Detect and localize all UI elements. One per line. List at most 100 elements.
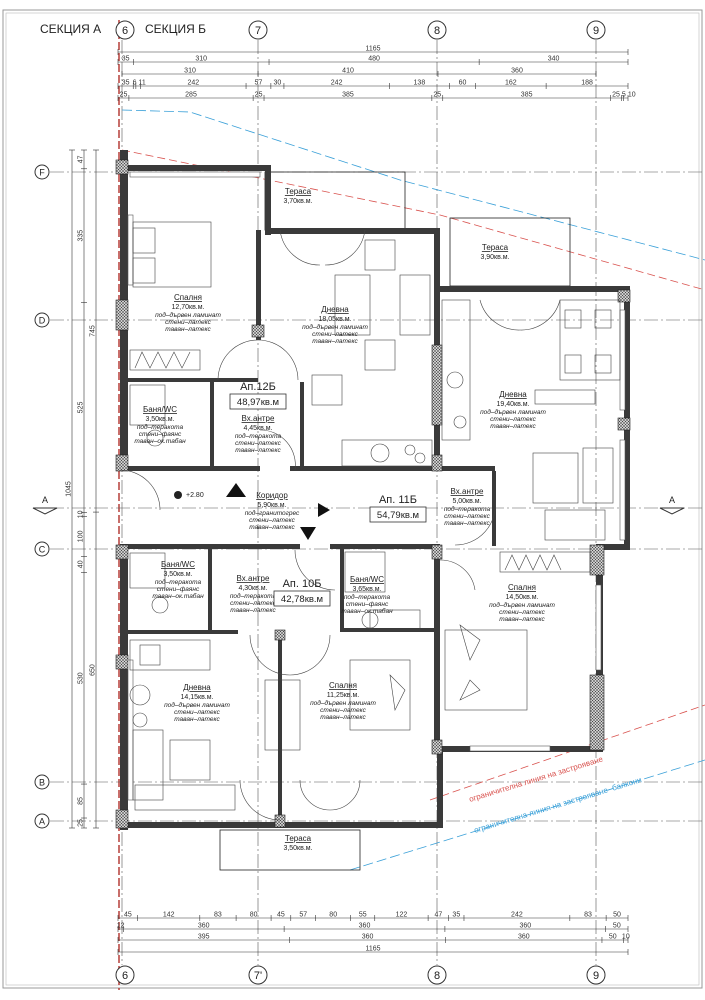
- axis-bubble: [34, 541, 50, 557]
- axis-bubble: [586, 20, 606, 40]
- room-name: Тераса: [285, 187, 312, 196]
- axis-label-left: D: [39, 316, 46, 326]
- dimension-label: 47: [434, 912, 442, 919]
- axis-label-top: 8: [434, 25, 440, 37]
- room-name: Спалня: [329, 681, 357, 690]
- section-cut-label: A: [669, 495, 675, 505]
- apartment-name: Ап.12Б: [240, 381, 276, 393]
- room-finish: таван–латекс: [499, 616, 545, 623]
- dimension-label: 395: [198, 934, 210, 941]
- axis-bubble: [115, 20, 135, 40]
- section-b-label: СЕКЦИЯ Б: [145, 22, 206, 36]
- dimension-label: 310: [184, 68, 196, 75]
- dimension-label: 83: [214, 912, 222, 919]
- apartment-area-box: [273, 590, 331, 607]
- axis-label-top: 6: [122, 25, 128, 37]
- room-finish: стени–латекс: [490, 416, 536, 423]
- furniture: [129, 221, 621, 811]
- axis-bubble: [34, 774, 50, 790]
- room-finish: стени–латекс: [249, 517, 295, 524]
- level-mark: +2.80: [186, 492, 204, 499]
- room-finish: стени–фаянс: [157, 586, 200, 593]
- dimension-label: 285: [185, 92, 197, 99]
- axis-bubble: [34, 312, 50, 328]
- room-finish: стени–латекс: [312, 331, 358, 338]
- dimension-label: 50: [613, 912, 621, 919]
- dimension-label: 385: [342, 92, 354, 99]
- room-finish: таван–латекс: [235, 447, 281, 454]
- apartment-name: Ап. 11Б: [379, 494, 417, 506]
- apartment-tag: Ап. 10Б 42,78кв.м: [273, 578, 331, 607]
- room-finish: стени–латекс: [165, 319, 211, 326]
- dimension-label: 310: [195, 56, 207, 63]
- axis-bubble: [34, 164, 50, 180]
- arrow-down-icon: [300, 527, 316, 540]
- dimension-label: 360: [519, 923, 531, 930]
- room-finish: таван–ок.табан: [152, 592, 204, 600]
- dimension-label: 1045: [66, 481, 73, 497]
- room-finish: стени–фаянс: [139, 431, 182, 438]
- room-area: 3,70кв.м.: [283, 198, 312, 205]
- axis-bubble: [115, 965, 135, 985]
- room-finish: таван–латекс: [444, 520, 490, 527]
- room-finish: под–теракота: [155, 578, 202, 586]
- section-a-label: СЕКЦИЯ А: [40, 22, 101, 36]
- drawing-inner-frame: [5, 12, 700, 986]
- dimension-label: 335: [78, 230, 85, 242]
- room-label: Вх.антре4,45кв.м.под–теракотастени–латек…: [235, 414, 282, 454]
- dimension-label: 525: [78, 402, 85, 414]
- dimension-label: 10: [628, 92, 636, 99]
- room-area: 5,90кв.м.: [257, 502, 286, 509]
- dimension-label: 57: [255, 80, 263, 87]
- dimension-label: 40: [78, 560, 85, 568]
- dimension-label: 242: [188, 80, 200, 87]
- dimension-label: 1165: [365, 946, 380, 953]
- apartment-area: 42,78кв.м: [281, 594, 323, 605]
- dimension-label: 340: [548, 56, 560, 63]
- room-finish: таван–латекс: [230, 607, 276, 614]
- dimension-label: 25: [120, 92, 128, 99]
- dimension-label: 35: [122, 80, 130, 87]
- room-name: Дневна: [321, 305, 349, 314]
- dimension-label: 360: [359, 923, 371, 930]
- dimension-label: 10: [622, 934, 630, 941]
- room-finish: под–теракота: [230, 592, 277, 600]
- room-finish: под–дървен ламинат: [155, 311, 221, 319]
- room-area: 3,50кв.м.: [283, 845, 312, 852]
- room-name: Тераса: [482, 243, 509, 252]
- dimension-label: 745: [90, 325, 97, 337]
- room-label: Баня/WC3,50кв.м.под–теракотастени–фаянст…: [152, 560, 204, 600]
- room-label: Коридор5,90кв.м.под–гранитогресстени–лат…: [245, 491, 300, 531]
- room-area: 14,15кв.м.: [180, 694, 213, 701]
- dimension-label: 6: [133, 80, 137, 87]
- apartment-area: 48,97кв.м: [237, 397, 279, 408]
- axis-bubble: [427, 20, 447, 40]
- room-finish: стени–латекс: [444, 513, 490, 520]
- dimension-label: 142: [163, 912, 175, 919]
- room-name: Дневна: [183, 683, 211, 692]
- dimension-label: 11: [139, 80, 146, 87]
- room-name: Тераса: [285, 834, 312, 843]
- axis-label-left: A: [39, 817, 45, 827]
- axis-bubble: [248, 20, 268, 40]
- axis-label-left: B: [39, 778, 45, 788]
- room-label: Баня/WC3,65кв.м.под–теракотастени–фаянст…: [341, 575, 393, 615]
- section-cut-icon: [659, 507, 685, 515]
- room-finish: таван–ок.табан: [134, 437, 186, 445]
- balcony-boundary-label: ограничителна линия на застрояване- балк…: [473, 775, 643, 835]
- room-area: 12,70кв.м.: [171, 304, 204, 311]
- dimension-label: 45: [124, 912, 132, 919]
- room-label: Тераса 3,90кв.м.: [480, 243, 509, 261]
- room-name: Баня/WC: [350, 575, 384, 584]
- axis-label-bottom: 6: [122, 970, 128, 982]
- apartment-name: Ап. 10Б: [283, 578, 322, 590]
- room-name: Баня/WC: [143, 405, 177, 414]
- room-area: 3,90кв.м.: [480, 254, 509, 261]
- room-area: 3,50кв.м.: [163, 571, 192, 578]
- dimension-label: 25: [612, 92, 620, 99]
